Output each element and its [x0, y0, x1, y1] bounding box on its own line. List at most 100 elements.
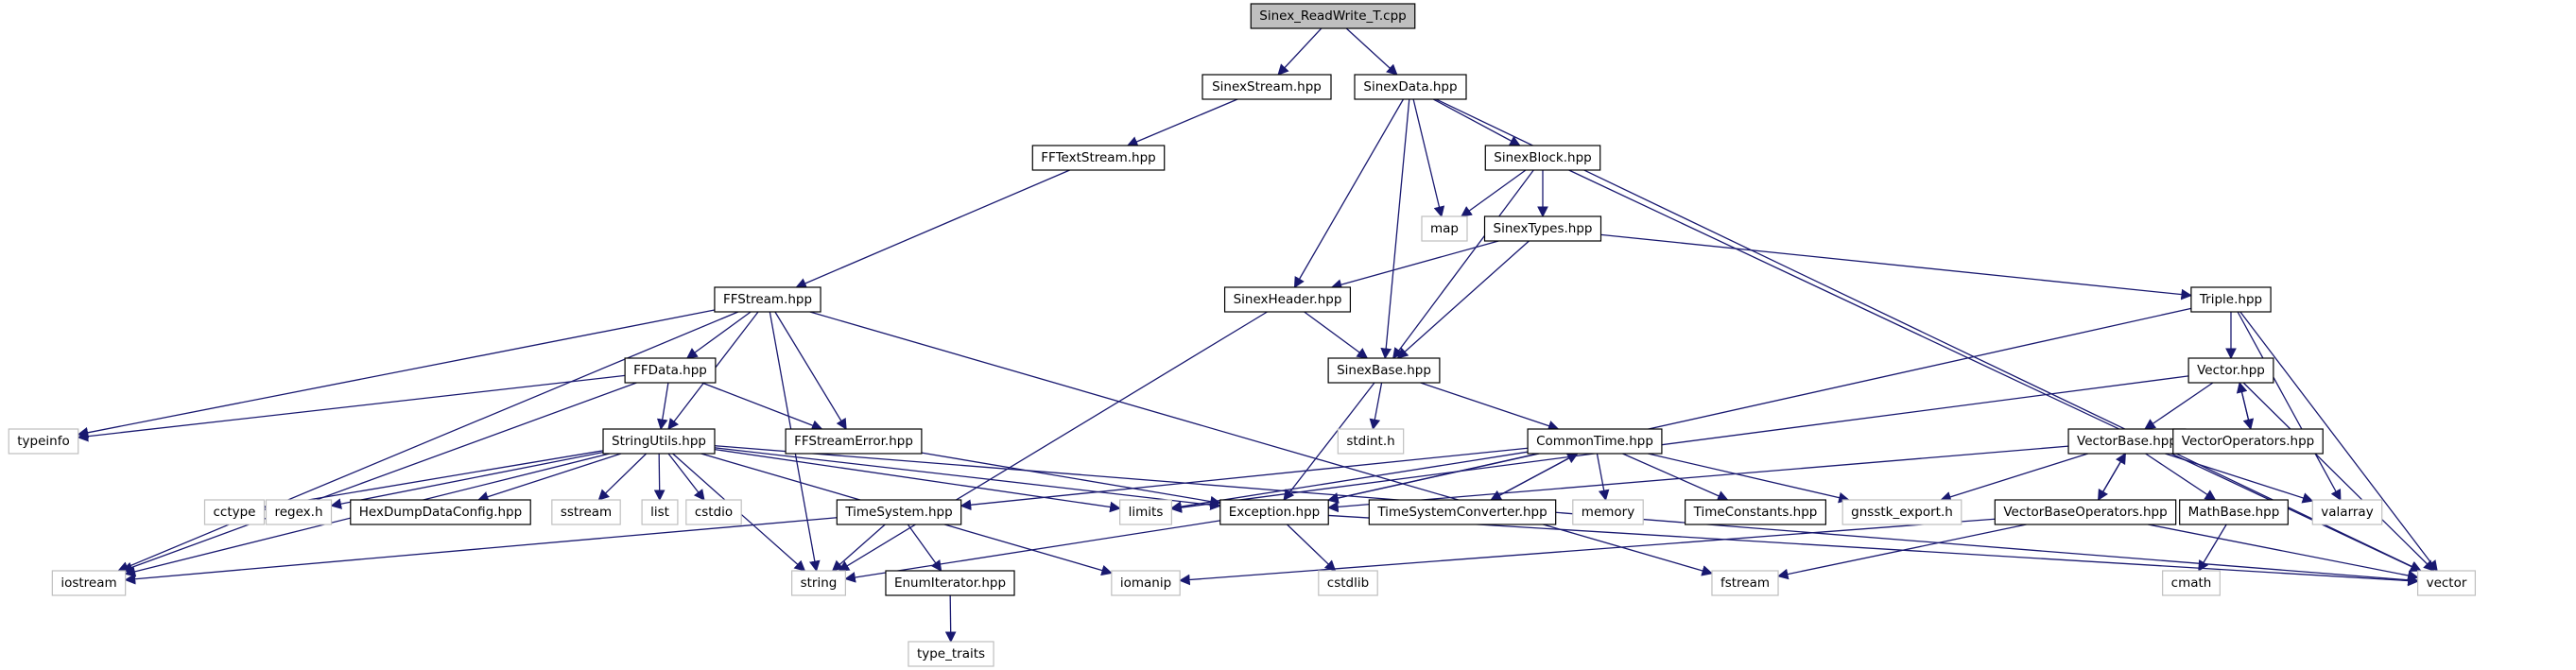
edge-line	[1648, 453, 1850, 504]
node-label: memory	[1582, 505, 1634, 520]
edge-vbops-to-iomanip	[1178, 518, 1996, 586]
node-label: vector	[2427, 576, 2467, 591]
edge-line	[831, 524, 886, 572]
edge-line	[2236, 381, 2252, 430]
edge-vbops-to-vectorbase	[2098, 452, 2126, 501]
node-box	[1685, 499, 1826, 525]
edge-ffdata-to-stringutils	[656, 382, 669, 431]
node-label: string	[801, 576, 838, 591]
edge-line	[1392, 169, 1534, 359]
edge-vectorbase-to-mathbase	[2145, 453, 2217, 501]
node-box	[1421, 215, 1468, 242]
edge-stringutils-to-vector	[714, 445, 2419, 586]
edge-root-to-sinexstream	[1277, 27, 1323, 76]
edge-commontime-to-memory	[1596, 453, 1610, 502]
node-box	[2187, 357, 2274, 384]
edge-line	[1600, 233, 2193, 301]
edge-line	[77, 309, 716, 438]
edge-line	[1396, 240, 1530, 359]
edge-ffdata-to-typeinfo	[77, 374, 626, 442]
node-timeconstants[interactable]: TimeConstants.hpp	[1685, 499, 1826, 525]
edge-timesystem-to-iostream	[124, 517, 838, 585]
node-stringutils[interactable]: StringUtils.hpp	[602, 428, 716, 455]
node-exception[interactable]: Exception.hpp	[1219, 499, 1329, 525]
node-sinextypes[interactable]: SinexTypes.hpp	[1483, 215, 1602, 242]
node-cstdio: cstdio	[685, 499, 742, 525]
node-ffstream[interactable]: FFStream.hpp	[714, 286, 821, 313]
node-box	[551, 499, 621, 525]
edge-line	[1776, 524, 2027, 580]
edge-line	[714, 445, 2419, 586]
edge-line	[809, 311, 1714, 576]
node-box	[8, 428, 79, 455]
node-box	[1202, 74, 1332, 100]
edge-ffstream-to-typeinfo	[77, 309, 716, 438]
node-label: cmath	[2171, 576, 2212, 591]
edge-sinexblock-to-map	[1461, 169, 1527, 217]
edge-commontime-to-timesystem	[960, 447, 1529, 511]
node-tsconverter[interactable]: TimeSystemConverter.hpp	[1368, 499, 1557, 525]
node-label: Exception.hpp	[1229, 505, 1320, 520]
node-sinexheader[interactable]: SinexHeader.hpp	[1223, 286, 1352, 313]
node-box	[1483, 215, 1602, 242]
node-box	[885, 570, 1015, 596]
edge-stringutils-to-cctype	[263, 450, 604, 511]
node-commontime[interactable]: CommonTime.hpp	[1527, 428, 1663, 455]
edge-vectorbase-to-exception	[1327, 445, 2069, 513]
node-root[interactable]: Sinex_ReadWrite_T.cpp	[1250, 3, 1416, 29]
edge-stringutils-to-regex	[330, 451, 604, 509]
node-ffstreamerror[interactable]: FFStreamError.hpp	[785, 428, 923, 455]
node-box	[641, 499, 679, 525]
edge-sinextypes-to-sinexheader	[1330, 240, 1499, 290]
edge-ffstream-to-iostream	[117, 311, 739, 573]
node-cmath: cmath	[2162, 570, 2221, 596]
edge-ffdata-to-iostream	[121, 382, 637, 573]
node-triple[interactable]: Triple.hpp	[2190, 286, 2272, 313]
edge-line	[795, 169, 1070, 289]
edge-line	[1940, 453, 2088, 503]
node-label: EnumIterator.hpp	[894, 576, 1006, 591]
node-memory: memory	[1572, 499, 1644, 525]
node-sinexblock[interactable]: SinexBlock.hpp	[1484, 145, 1601, 171]
edge-line	[1170, 375, 2189, 513]
node-label: CommonTime.hpp	[1536, 434, 1653, 449]
edge-sinexdata-to-map	[1412, 98, 1445, 218]
edge-stringutils-to-list	[653, 453, 666, 502]
edge-line	[1277, 27, 1323, 76]
node-fftextstream[interactable]: FFTextStream.hpp	[1031, 145, 1166, 171]
edge-line	[2198, 524, 2227, 573]
node-label: limits	[1129, 505, 1164, 520]
edge-line	[2239, 311, 2438, 572]
node-sinexstream[interactable]: SinexStream.hpp	[1202, 74, 1332, 100]
node-mathbase[interactable]: MathBase.hpp	[2179, 499, 2289, 525]
node-cstdlib: cstdlib	[1318, 570, 1378, 596]
node-vectorbase[interactable]: VectorBase.hpp	[2067, 428, 2187, 455]
edge-line	[1328, 514, 2419, 587]
node-sinexdata[interactable]: SinexData.hpp	[1354, 74, 1467, 100]
node-label: TimeSystemConverter.hpp	[1376, 505, 1547, 520]
node-vbops[interactable]: VectorBaseOperators.hpp	[1994, 499, 2177, 525]
node-label: SinexHeader.hpp	[1234, 292, 1342, 307]
node-box	[1223, 286, 1352, 313]
edge-ffstream-to-ffstreamerror	[774, 311, 847, 431]
node-box	[908, 641, 994, 667]
node-box	[2190, 286, 2272, 313]
node-vector-hpp[interactable]: Vector.hpp	[2187, 357, 2274, 384]
node-ffdata[interactable]: FFData.hpp	[624, 357, 717, 384]
node-hexdump[interactable]: HexDumpDataConfig.hpp	[350, 499, 531, 525]
edge-line	[1412, 98, 1445, 218]
edge-stringutils-to-limits	[714, 448, 1121, 513]
node-timesystem[interactable]: TimeSystem.hpp	[836, 499, 962, 525]
node-sinexbase[interactable]: SinexBase.hpp	[1327, 357, 1441, 384]
node-regex: regex.h	[265, 499, 333, 525]
edge-layer	[77, 27, 2438, 644]
edge-line	[2165, 453, 2314, 504]
node-enumiterator[interactable]: EnumIterator.hpp	[885, 570, 1015, 596]
node-label: SinexStream.hpp	[1212, 79, 1322, 94]
node-typeinfo: typeinfo	[8, 428, 79, 455]
edge-line	[838, 311, 1268, 572]
node-label: TimeConstants.hpp	[1693, 505, 1818, 520]
edge-vector_hpp-to-vector	[2242, 382, 2435, 572]
node-vectoroperators[interactable]: VectorOperators.hpp	[2172, 428, 2324, 455]
edge-line	[1170, 451, 1529, 512]
